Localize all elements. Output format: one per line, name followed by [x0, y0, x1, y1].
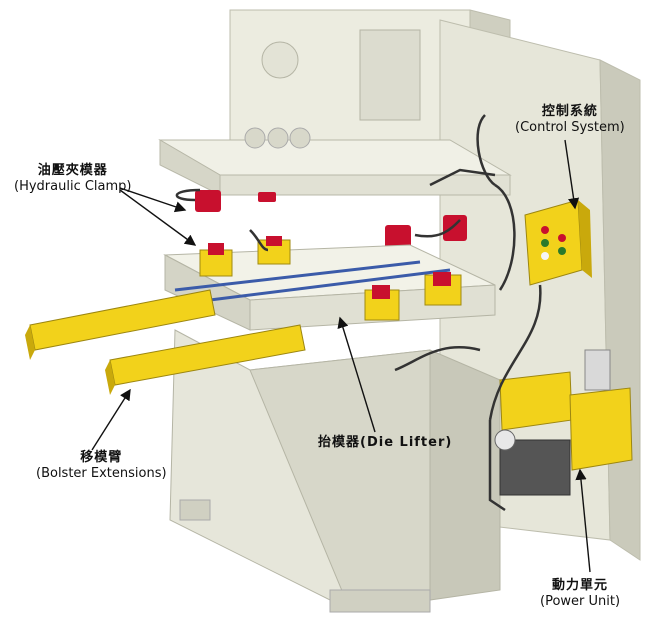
control-box	[524, 199, 592, 286]
die-lifter-rails	[174, 260, 451, 302]
control-system-label-en: (Control System)	[515, 120, 625, 136]
upper-hydraulic-clamps	[195, 190, 467, 251]
hydraulic-clamp-label: 油壓夾模器 (Hydraulic Clamp)	[14, 163, 132, 196]
hydraulic-clamp-arrow-upper	[119, 187, 187, 213]
bolster-extensions-label-zh: 移模臂	[80, 450, 123, 465]
leader-lines	[91, 139, 591, 573]
power-unit-label: 動力單元 (Power Unit)	[540, 578, 620, 611]
power-unit	[494, 349, 633, 496]
power-unit-label-zh: 動力單元	[552, 578, 609, 593]
machine-base	[169, 329, 501, 613]
die-lifter-label-text: 抬模器(Die Lifter)	[318, 435, 453, 450]
power-unit-arrow	[575, 468, 591, 573]
power-unit-label-en: (Power Unit)	[540, 594, 621, 610]
lower-hydraulic-clamps	[199, 236, 462, 321]
hydraulic-clamp-label-en: (Hydraulic Clamp)	[14, 179, 132, 195]
control-system-label-zh: 控制系統	[541, 104, 598, 119]
bolster-extensions-label: 移模臂 (Bolster Extensions)	[36, 450, 167, 483]
die-lifter-label: 抬模器(Die Lifter)	[318, 435, 452, 451]
bolster-extension-arms	[25, 289, 306, 395]
hydraulic-hoses	[175, 114, 542, 512]
control-system-label: 控制系統 (Control System)	[515, 104, 625, 137]
hydraulic-clamp-label-zh: 油壓夾模器	[37, 163, 108, 178]
bolster-extensions-arrow	[91, 388, 131, 451]
bolster-extensions-label-en: (Bolster Extensions)	[36, 466, 167, 482]
die-lifter-arrow	[337, 316, 376, 433]
control-system-arrow	[564, 139, 580, 210]
hydraulic-clamp-arrow-lower	[119, 189, 197, 246]
